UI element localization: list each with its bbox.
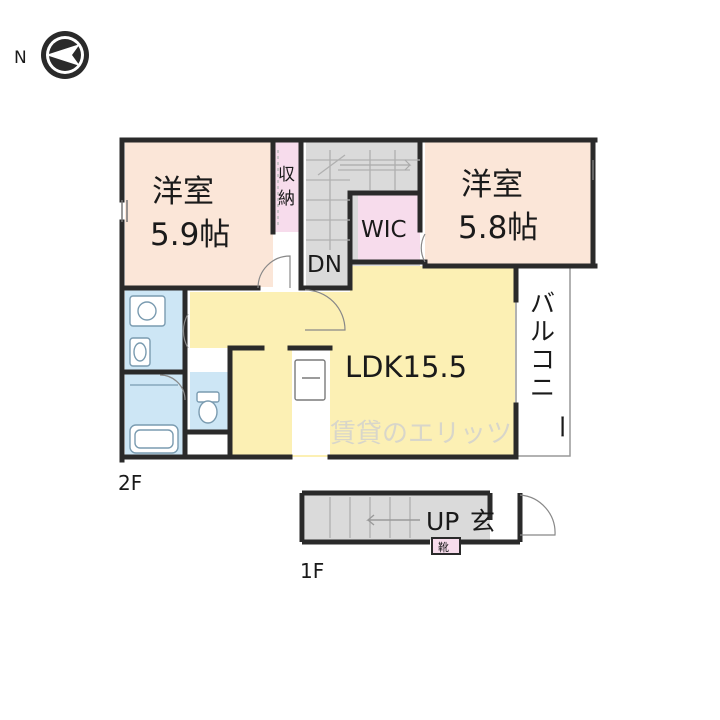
svg-text:バ: バ <box>530 289 555 318</box>
western-room-left-name: 洋室 <box>152 174 214 210</box>
washroom-fixtures <box>129 295 220 454</box>
svg-text:ニ: ニ <box>530 373 555 402</box>
arrow-icon <box>340 159 412 171</box>
walls-1f <box>299 490 523 545</box>
stair-treads <box>306 150 420 250</box>
floor-label-2f: 2F <box>118 471 142 495</box>
ldk-room <box>185 266 515 457</box>
floor-label-1f: 1F <box>300 559 324 583</box>
arrow-icon <box>366 514 420 526</box>
compass-icon <box>41 31 89 79</box>
western-room-left-size: 5.9帖 <box>150 217 230 253</box>
stairs-up-label: UP <box>426 507 459 536</box>
balcony <box>515 265 571 457</box>
walk-in-closet <box>358 193 420 261</box>
western-room-right-name: 洋室 <box>461 167 523 203</box>
western-room-right <box>425 140 593 266</box>
watermark: 賃貸のエリッツ <box>330 419 512 449</box>
entrance-label: 玄 <box>470 507 495 536</box>
staircase-1f <box>305 495 490 540</box>
svg-text:コ: コ <box>530 345 555 374</box>
storage-label-2: 納 <box>278 189 295 209</box>
ldk-label: LDK15.5 <box>345 350 467 384</box>
western-room-left <box>125 140 273 287</box>
stairs-down-label: DN <box>307 252 342 278</box>
wic-label: WIC <box>361 217 407 243</box>
western-room-right-size: 5.8帖 <box>458 210 538 246</box>
compass: N <box>14 31 89 79</box>
shoe-box-label: 靴 <box>438 540 449 554</box>
toilet-icon <box>198 400 218 424</box>
balcony-label: バ ル コ ニ ー <box>530 289 576 439</box>
kitchen-fixtures <box>294 359 326 401</box>
kitchen-sink-icon <box>294 359 326 401</box>
storage-closet <box>273 140 301 232</box>
door-swings <box>159 233 426 401</box>
svg-text:ー: ー <box>547 414 576 439</box>
north-label: N <box>14 48 27 68</box>
svg-text:ル: ル <box>530 317 555 346</box>
storage-label-1: 収 <box>278 165 295 185</box>
shoe-cabinet <box>431 537 461 555</box>
